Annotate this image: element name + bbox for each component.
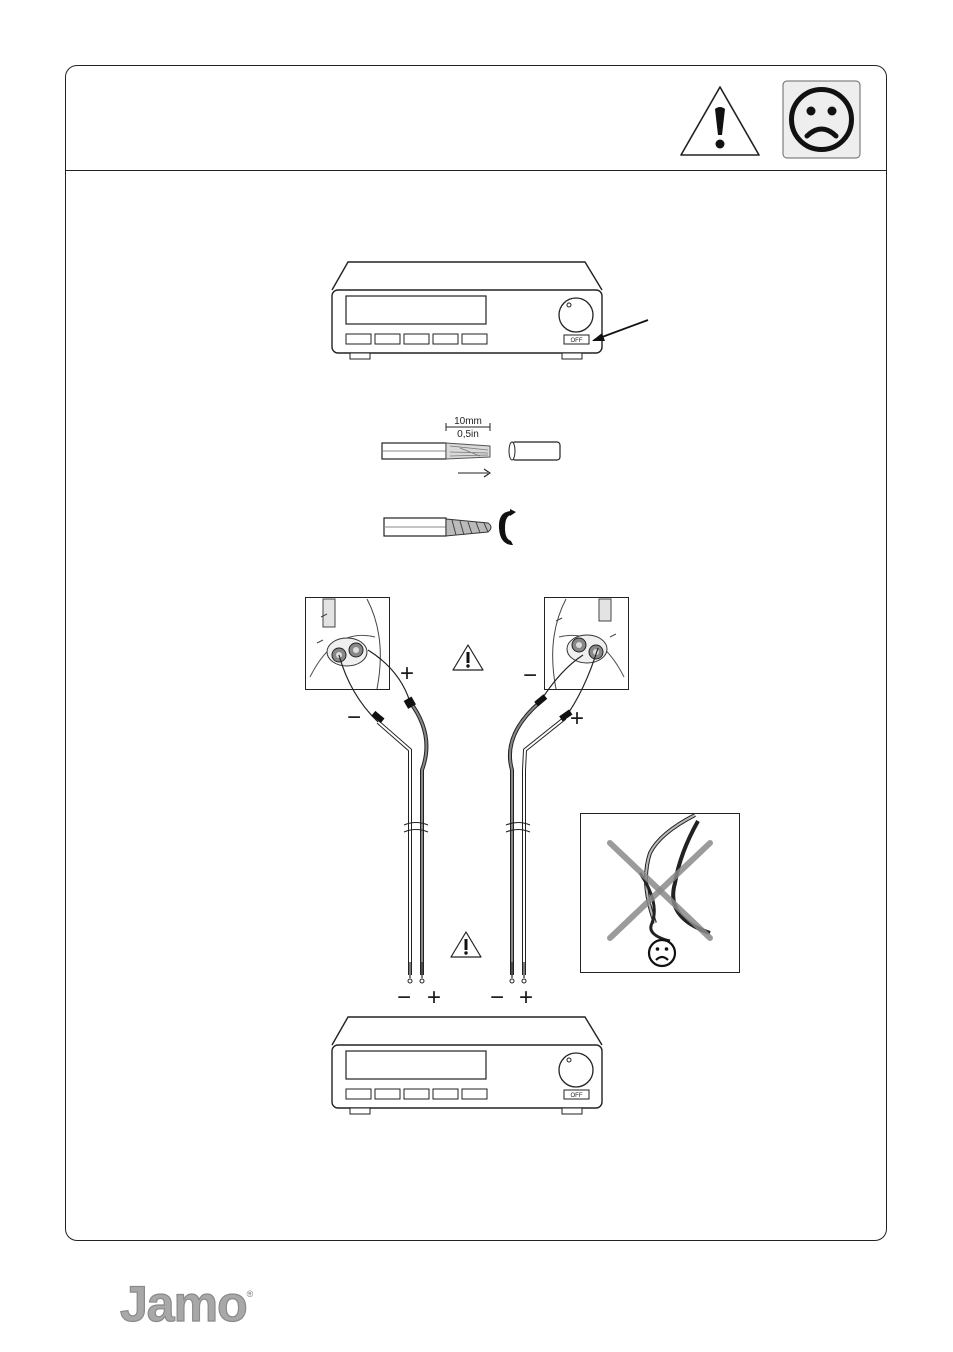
amplifier-top-illustration: OFF (330, 260, 660, 370)
wire-strip-illustration: 10mm 0,5in (380, 413, 580, 483)
sad-face-icon (782, 80, 861, 159)
small-warning-icon-top (453, 645, 483, 670)
dimension-metric: 10mm (454, 416, 482, 427)
polarity-amp-right-minus: − (490, 984, 504, 1012)
brand-name: Jamo (120, 1276, 247, 1332)
polarity-left-top-minus: − (347, 704, 361, 732)
amplifier-bottom-illustration: OFF (330, 1015, 610, 1125)
warning-triangle-icon (677, 83, 763, 159)
polarity-amp-left-minus: − (397, 984, 411, 1012)
registered-mark: ® (247, 1289, 253, 1299)
polarity-right-top-plus: + (570, 705, 584, 733)
polarity-amp-right-plus: + (519, 984, 533, 1012)
dimension-imperial: 0,5in (457, 429, 479, 440)
jamo-logo: Jamo® (120, 1275, 252, 1333)
wire-twist-illustration (382, 505, 522, 553)
small-warning-icon-bottom (451, 932, 481, 957)
header-divider (65, 170, 887, 171)
polarity-right-top-minus: − (523, 662, 537, 690)
polarity-left-top-plus: + (400, 660, 414, 688)
amp-off-label: OFF (571, 1093, 583, 1099)
incorrect-wiring-inset (580, 813, 740, 973)
sad-face-small-icon (649, 940, 675, 966)
off-label: OFF (571, 338, 583, 344)
polarity-amp-left-plus: + (427, 984, 441, 1012)
